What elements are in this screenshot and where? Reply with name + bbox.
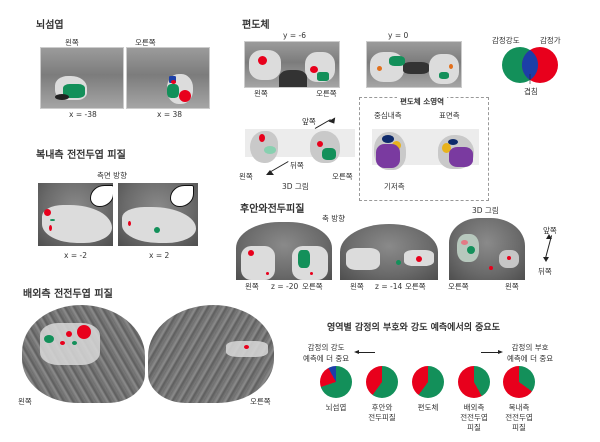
- vmpfc-left-coord: x = -2: [64, 251, 87, 260]
- left-note: 감정의 강도 예측에 더 중요: [303, 342, 349, 364]
- pie-label-line: 피질: [512, 423, 526, 432]
- down-arrowhead-icon: [543, 257, 549, 262]
- amygdala-slice-y-6: [244, 41, 340, 88]
- left-note-line1: 감정의 강도: [307, 343, 345, 352]
- vmpfc-view: 측면 방향: [97, 171, 127, 180]
- amygdala-left-label: 왼쪽: [254, 89, 268, 98]
- ofc-slice1-coord: z = -20: [271, 282, 299, 291]
- ofc-3d-left-label: 왼쪽: [505, 282, 519, 291]
- pie-label-line: 전전두엽: [505, 413, 533, 422]
- left-arrowhead-icon: [354, 350, 359, 354]
- ofc-left-label-2: 왼쪽: [350, 282, 364, 291]
- insula-right-label: 오른쪽: [135, 38, 156, 47]
- ofc-left-label-1: 왼쪽: [245, 282, 259, 291]
- insula-left-label: 왼쪽: [65, 38, 79, 47]
- left-note-line2: 예측에 더 중요: [303, 354, 350, 363]
- insula-right-coord: x = 38: [157, 110, 183, 119]
- importance-title: 영역별 감정의 부호와 강도 예측에서의 중요도: [327, 323, 500, 333]
- legend-venn-diagram: [502, 47, 558, 84]
- pie-label-vmpfc: 복내측 전전두엽 피질: [499, 403, 539, 433]
- pie-insula: [320, 366, 352, 398]
- vmpfc-left-slice: [38, 183, 113, 246]
- legend-valence-label: 감정가: [540, 36, 561, 45]
- pie-label-line: 뇌섬엽: [325, 403, 347, 412]
- amygdala-3d-right: [310, 131, 340, 163]
- pie-label-insula: 뇌섬엽: [316, 403, 356, 413]
- ofc-3d-caption: 3D 그림: [472, 206, 499, 215]
- pie-label-line: 편도체: [417, 403, 439, 412]
- back-arrowhead-icon: [266, 170, 274, 175]
- ofc-title: 후안와전두피질: [240, 204, 305, 215]
- pie-label-line: 복내측: [508, 403, 530, 412]
- amygdala-3d-back: 뒤쪽: [290, 161, 304, 170]
- pie-ofc: [366, 366, 398, 398]
- up-arrowhead-icon: [546, 234, 552, 239]
- ofc-right-label-2: 오른쪽: [405, 282, 426, 291]
- ofc-3d-brain: [449, 218, 525, 280]
- right-note-arrow: [481, 352, 498, 353]
- ofc-view: 축 방향: [322, 214, 346, 223]
- pie-label-line: 전전두엽: [460, 413, 488, 422]
- right-note: 감정의 부호 예측에 더 중요: [507, 342, 553, 364]
- subregion-left-3d: [374, 132, 406, 170]
- subregion-right-3d: [438, 135, 474, 169]
- amygdala-3d-left: [250, 131, 278, 163]
- insula-title: 뇌섬엽: [36, 20, 64, 31]
- right-note-line1: 감정의 부호: [511, 343, 549, 352]
- pie-label-line: 피질: [467, 423, 481, 432]
- amygdala-3d-front: 앞쪽: [302, 117, 316, 126]
- amygdala-3d-left-label: 왼쪽: [239, 172, 253, 181]
- pie-label-dlpfc: 배외측 전전두엽 피질: [454, 403, 494, 433]
- insula-right-slice: [126, 47, 210, 109]
- insula-left-coord: x = -38: [69, 110, 97, 119]
- amygdala-slice2-coord: y = 0: [388, 31, 409, 40]
- amygdala-slice-y0: [366, 41, 462, 88]
- insula-left-slice: [40, 47, 124, 109]
- amygdala-title: 편도체: [242, 20, 270, 31]
- vmpfc-right-slice: [118, 183, 198, 246]
- ofc-slice2-coord: z = -14: [375, 282, 403, 291]
- dlpfc-left-label: 왼쪽: [18, 397, 32, 406]
- subregions-title: 편도체 소영역: [397, 96, 448, 107]
- ofc-front-label: 앞쪽: [543, 226, 557, 235]
- amygdala-right-label: 오른쪽: [316, 89, 337, 98]
- pie-label-amygdala: 편도체: [408, 403, 448, 413]
- pie-label-line: 배외측: [463, 403, 485, 412]
- left-note-arrow: [358, 352, 375, 353]
- dlpfc-right-brain: [148, 305, 274, 403]
- pie-label-line: 전두피질: [368, 413, 396, 422]
- ofc-back-label: 뒤쪽: [538, 267, 552, 276]
- pie-label-line: 후안와: [371, 403, 393, 412]
- dlpfc-left-brain: [22, 305, 145, 403]
- pie-vmpfc: [503, 366, 535, 398]
- vmpfc-right-coord: x = 2: [149, 251, 170, 260]
- pie-label-ofc: 후안와 전두피질: [362, 403, 402, 423]
- centromedial-label: 중심내측: [374, 111, 402, 120]
- ofc-slice-z-14: [340, 224, 438, 280]
- pie-dlpfc: [458, 366, 490, 398]
- superficial-label: 표면측: [439, 111, 460, 120]
- legend-overlap-label: 겹침: [524, 87, 538, 96]
- ofc-right-label-1: 오른쪽: [302, 282, 323, 291]
- legend-intensity-label: 감정강도: [492, 36, 520, 45]
- ofc-3d-right-label: 오른쪽: [448, 282, 469, 291]
- right-note-line2: 예측에 더 중요: [507, 354, 554, 363]
- dlpfc-right-label: 오른쪽: [250, 397, 271, 406]
- basolateral-label: 기저측: [384, 182, 405, 191]
- pie-amygdala: [412, 366, 444, 398]
- amygdala-3d-caption: 3D 그림: [282, 182, 309, 191]
- amygdala-3d-right-label: 오른쪽: [332, 172, 353, 181]
- dlpfc-title: 배외측 전전두엽 피질: [23, 289, 113, 300]
- amygdala-slice1-coord: y = -6: [283, 31, 306, 40]
- right-arrowhead-icon: [498, 350, 503, 354]
- ofc-slice-z-20: [236, 222, 332, 280]
- vmpfc-title: 복내측 전전두엽 피질: [36, 150, 126, 161]
